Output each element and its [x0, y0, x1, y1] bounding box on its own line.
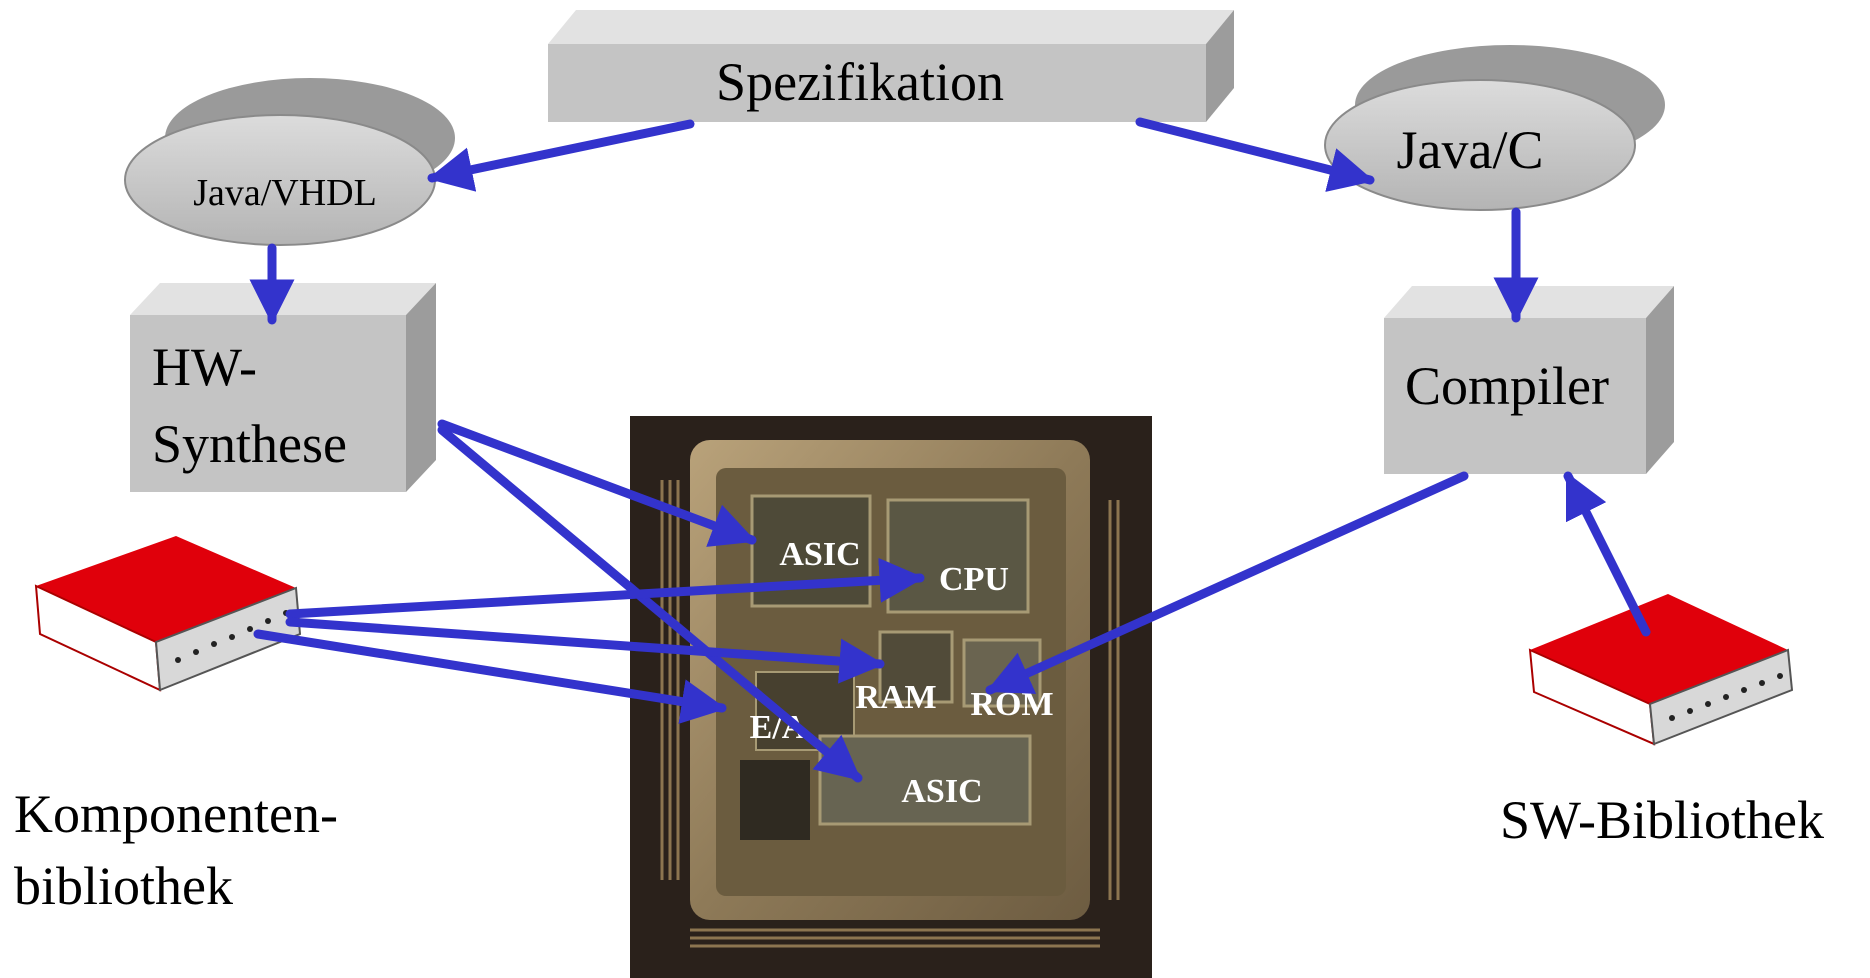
- arrow-komponenten-to-ram: [285, 617, 885, 684]
- arrow-spec-to-java-c: [1135, 117, 1375, 192]
- chip-label-ram: RAM: [855, 679, 936, 716]
- java-vhdl-label: Java/VHDL: [193, 172, 377, 214]
- sw-bibliothek-label: SW-Bibliothek: [1500, 790, 1824, 850]
- komponenten-book-icon: [34, 536, 302, 692]
- chip-label-cpu: CPU: [939, 561, 1009, 598]
- arrow-hw-synthese-to-asic-bottom: [437, 425, 863, 783]
- chip-label-asic-bottom: ASIC: [901, 773, 982, 810]
- arrow-hw-synthese-to-asic-top: [437, 419, 757, 547]
- komponenten-label-line2: bibliothek: [14, 856, 233, 916]
- hw-synthese-label-line2: Synthese: [152, 414, 347, 474]
- chip-label-asic-top: ASIC: [779, 536, 860, 573]
- arrow-spec-to-java-vhdl: [427, 119, 695, 192]
- arrow-komponenten-to-ea: [253, 629, 727, 724]
- arrow-sw-bibliothek-to-compiler: [1563, 471, 1651, 637]
- komponenten-label-line1: Komponenten-: [14, 784, 338, 844]
- sw-book-icon: [1528, 594, 1794, 746]
- hw-synthese-box: HW- Synthese: [130, 283, 436, 492]
- java-c-ellipse: Java/C: [1324, 45, 1665, 211]
- chip-label-rom: ROM: [970, 686, 1053, 723]
- compiler-box: Compiler: [1384, 286, 1674, 474]
- hw-synthese-label-line1: HW-: [152, 337, 257, 397]
- arrow-komponenten-to-cpu: [285, 557, 925, 619]
- java-vhdl-ellipse: Java/VHDL: [124, 78, 455, 246]
- compiler-label: Compiler: [1405, 356, 1609, 416]
- chip-photo: ASIC CPU RAM ROM E/A ASIC: [630, 416, 1152, 978]
- spezifikation-box: Spezifikation: [548, 10, 1234, 122]
- arrow-compiler-to-rom: [985, 471, 1469, 695]
- spezifikation-label: Spezifikation: [716, 52, 1004, 112]
- java-c-label: Java/C: [1397, 120, 1544, 180]
